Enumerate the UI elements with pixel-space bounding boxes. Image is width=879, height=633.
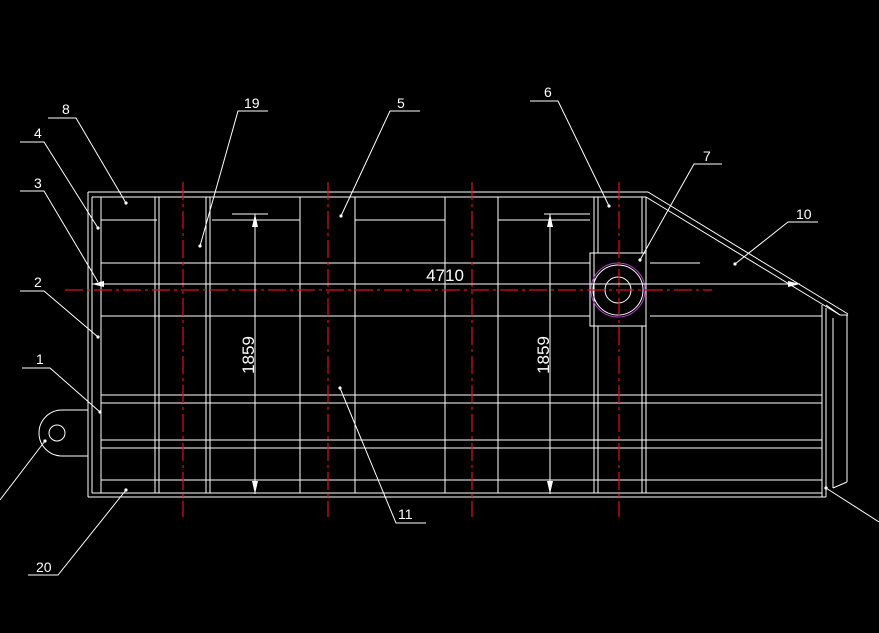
label-part-1: 1	[36, 351, 44, 367]
label-part-8: 8	[62, 101, 70, 117]
frame-outline	[87, 191, 849, 498]
label-part-11: 11	[398, 506, 413, 522]
horizontal-members	[101, 219, 822, 481]
dim-1859-left: 1859	[239, 336, 258, 374]
dimension-vertical-left: 1859	[232, 213, 268, 494]
label-part-6: 6	[544, 84, 552, 100]
dim-4710: 4710	[426, 266, 464, 285]
right-end-plate	[821, 304, 848, 497]
dimension-horizontal: 4710	[92, 266, 800, 287]
part-numbers: 8 4 3 2 1 19 5 6 7 10 11 20	[34, 84, 812, 575]
dimension-vertical-right: 1859	[534, 213, 590, 494]
left-lug	[38, 409, 89, 457]
label-part-7: 7	[703, 148, 711, 164]
label-part-20: 20	[36, 559, 52, 575]
label-part-19: 19	[244, 95, 260, 111]
centerlines	[65, 182, 712, 517]
label-part-4: 4	[34, 125, 42, 141]
dim-1859-right: 1859	[534, 336, 553, 374]
leaders	[0, 100, 879, 576]
vertical-columns	[154, 197, 647, 493]
label-part-3: 3	[34, 175, 42, 191]
label-part-5: 5	[397, 95, 405, 111]
label-part-10: 10	[796, 206, 812, 222]
label-part-2: 2	[34, 274, 42, 290]
